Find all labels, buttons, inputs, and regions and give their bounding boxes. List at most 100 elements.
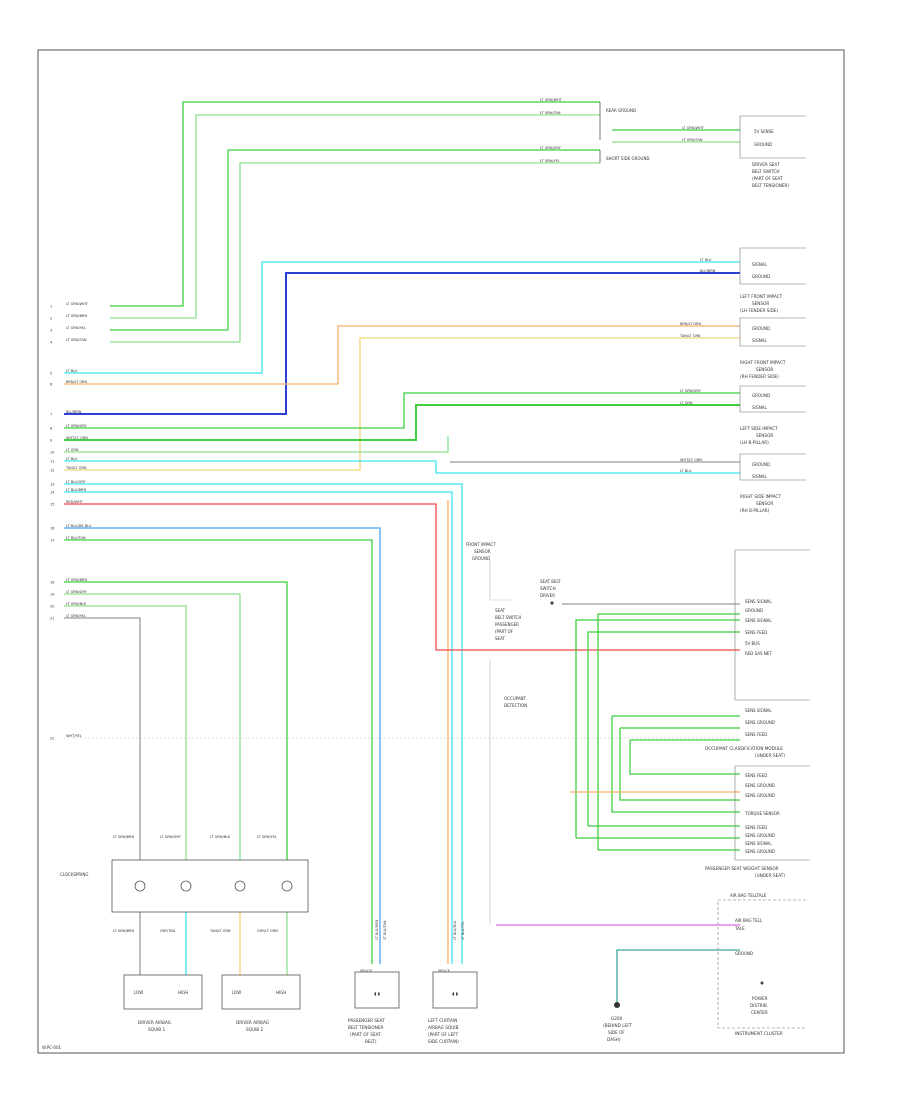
connector-pin-number: 15 [50,503,54,507]
occ-pin-5: 5V BUS [745,641,760,646]
cw-top-1: LT GRN/BRN [113,835,134,839]
connector-wire-label: LT GRN/WHT [66,302,89,306]
squib2-sub: SQUIB 2 [246,1027,263,1032]
clockspring-coil-icon [180,880,192,892]
wire-seatbelt-3 [110,149,600,331]
front-impact-name-3: (LH FENDER SIDE) [740,308,779,313]
pass-name-1: PASSENGER SEAT WEIGHT SENSOR [705,866,779,871]
note-front-2: SENSOR [474,549,491,554]
connector-wire-label: LT GRN/YEL [66,326,86,330]
cw-top-3: LT GRN/BLK [210,835,231,839]
pass-pin2-4: SENS GROUND [745,849,775,854]
wl-splice-a1: LT GRN/WHT [540,98,563,102]
wire-seatbelt-2 [110,114,600,319]
pass-label-4: BELT) [365,1039,377,1044]
sq-wl-3: LT BLU/BLK [453,920,457,940]
connector-wire-label: BRN/LT GRN [66,380,87,384]
occ-name-2: (UNDER SEAT) [755,753,785,758]
wire-occ-2 [587,631,740,826]
front-impact-pin-1: SIGNAL [752,262,768,267]
connector-pin-number: 7 [50,413,52,417]
clockspring-coils [134,880,293,892]
pass-name-2: (UNDER SEAT) [755,873,785,878]
wire-clock-3 [64,605,187,860]
wire-left-orange [64,325,740,385]
right-wire-labels: LT GRN/WHT LT GRN/TAN LT BLU BLU/BRN BRN… [540,98,716,473]
left-side-name-2: SENSOR [756,367,773,372]
connector-wire-label: TAN/LT GRN [65,466,87,470]
ground-label-2: (BEHIND LEFT [603,1023,633,1028]
occ-pin-4: SENS FEED [745,630,767,635]
note-buckle-1: OCCUPANT [504,696,527,701]
connector-pin-number: 13 [50,483,54,487]
cw-top-2: LT GRN/GRY [160,835,182,839]
ic-pin-1: AIR BAG TELL [735,918,763,923]
pass-label-3: (PART OF SEAT [350,1032,381,1037]
occ-pin-2: GROUND [745,608,763,613]
note-pass-1: SEAT [495,608,505,613]
clockspring-coil-icon [281,880,293,892]
connector-wire-label: LT BLU/BRN [66,488,86,492]
ic-name-2: DISTRIB. [750,1003,768,1008]
squib1-pin-low: LOW [134,990,143,995]
connector-pin-number: 4 [50,341,53,345]
pass-pin-2: SENS GROUND [745,783,775,788]
wl-splice-b1: LT GRN/GRY [540,146,562,150]
cw-top-4: LT GRN/YEL [257,835,277,839]
note-pass-5: SEAT [495,636,505,641]
curtain-label-2: AIRBAG SQUIB [428,1025,459,1030]
wl-seat-1: LT GRN/WHT [682,126,705,130]
instrument-cluster: AIR BAG TELLTALE AIR BAG TELL TALE GROUN… [717,893,806,1036]
connector-wire-label: WHT/YEL [66,734,82,738]
clockspring-label: CLOCKSPRING [60,872,88,877]
center-notes: FRONT IMPACT SENSOR GROUND SEAT BELT SWI… [466,542,561,708]
note-front-1: FRONT IMPACT [466,542,496,547]
squib2-pin-high: HIGH [276,990,286,995]
squib2-label: DRIVER AIRBAG [236,1020,269,1025]
occ-lower-pin-1: SENS SIGNAL [745,708,772,713]
wl-splice-b2: LT GRN/YEL [540,159,560,163]
occ-pin-6: RED SAS NET [745,651,772,656]
left-side-pin-1: GROUND [752,326,770,331]
ground-label-1: G200 [611,1016,623,1021]
wl-left-1: BRN/LT GRN [680,322,701,326]
wire-green-squib [64,539,373,964]
wl-right-2: LT GRN [680,401,693,405]
cw-bot-3: TAN/LT GRN [209,929,231,933]
wire-occ-10 [629,740,740,775]
connector-pin-number: 14 [50,491,55,495]
seat-belt-name-2: BELT SWITCH [752,169,780,174]
connector-wire-label: LT BLU/TAN [66,536,86,540]
squib2-pin-low: LOW [232,990,241,995]
ground-icon [614,1002,620,1008]
curtain-pins-icon: ▮ ▮ [452,991,458,996]
wire-group [64,101,740,1002]
wl-seat-2: LT GRN/TAN [682,138,703,142]
wire-sensor-gray [489,560,512,601]
ic-name-3: CENTER [751,1010,768,1015]
pass-pins-icon: ▮ ▮ [374,991,380,996]
right-side-pin-2: SIGNAL [752,405,768,410]
wl-left-2: TAN/LT GRN [679,334,701,338]
clockspring-coil-icon [234,880,246,892]
connector-pin-number: 9 [50,439,52,443]
wl-splice-a2: LT GRN/TAN [540,111,561,115]
squib1-pin-high: HIGH [178,990,188,995]
ic-pin-2: TALE [734,926,745,931]
connector-pin-number: 3 [50,329,52,333]
front-impact-name-1: LEFT FRONT IMPACT [740,294,783,299]
wire-clock-4 [64,617,141,860]
connector-wire-label: LT GRN/GRY [66,424,88,428]
right-side-sensor: GROUND SIGNAL LEFT SIDE IMPACT SENSOR (L… [739,385,806,445]
connector-wire-label: LT GRN/BRN [66,314,87,318]
left-curtain-airbag: ▮ ▮ LEFT CURTAIN AIRBAG SQUIB (PART OF L… [428,971,478,1044]
connector-pin-number: 8 [50,427,52,431]
connector-pin-number: 17 [50,539,54,543]
connector-pin-number: 1 [50,305,52,309]
connector-wire-label: LT GRN/YEL [66,614,86,618]
occ-lower-pin-2: SENS GROUND [745,720,775,725]
rear-pin-1: GROUND [752,462,770,467]
note-buckle-2: DETECTION [504,703,527,708]
curtain-label-4: SIDE CURTAIN) [428,1039,459,1044]
